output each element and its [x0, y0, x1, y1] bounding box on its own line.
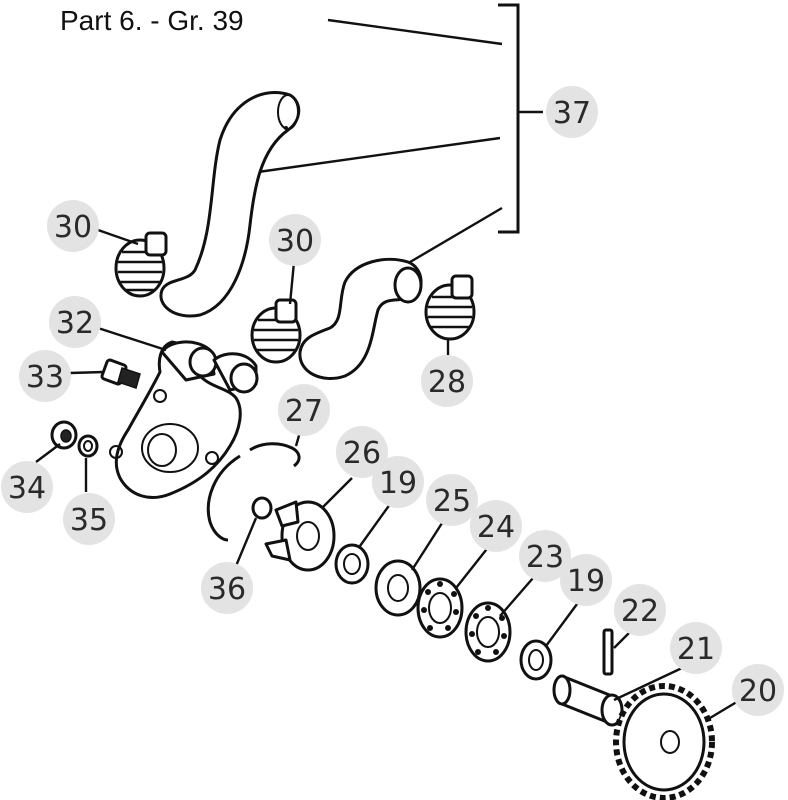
svg-text:19: 19: [379, 466, 417, 501]
svg-text:25: 25: [433, 484, 471, 519]
svg-text:22: 22: [621, 594, 659, 629]
washer-19-upper: [334, 543, 370, 585]
label-28: 28: [421, 355, 473, 407]
shaft-21: [552, 674, 624, 727]
gasket-27: [206, 442, 301, 542]
label-20: 20: [732, 664, 784, 716]
hose-clamp-30-left: [114, 231, 168, 298]
nut-34: [50, 420, 78, 450]
label-30-left: 30: [47, 200, 99, 252]
label-37: 37: [546, 86, 598, 138]
pin-22: [602, 628, 614, 676]
svg-text:20: 20: [739, 674, 777, 709]
leader-lines: [35, 228, 741, 720]
washer-19-lower: [519, 639, 553, 681]
svg-text:21: 21: [677, 632, 715, 667]
label-33: 33: [19, 350, 71, 402]
svg-text:30: 30: [276, 224, 314, 259]
hose-clamp-28: [424, 274, 476, 341]
label-26: 26: [336, 426, 388, 478]
svg-text:35: 35: [70, 503, 108, 538]
label-36: 36: [201, 562, 253, 614]
washer-35: [77, 434, 99, 458]
label-24: 24: [470, 500, 522, 552]
diagram-title: Part 6. - Gr. 39: [60, 5, 244, 36]
part-labels: 37 30 30 28 32 33 34 35: [1, 86, 784, 716]
svg-text:30: 30: [54, 210, 92, 245]
label-19-lower: 19: [560, 554, 612, 606]
label-34: 34: [1, 461, 53, 513]
svg-text:27: 27: [285, 394, 323, 429]
svg-text:24: 24: [477, 510, 515, 545]
seal-25: [374, 559, 422, 617]
bearing-23: [464, 601, 512, 663]
label-25: 25: [426, 474, 478, 526]
svg-text:26: 26: [343, 436, 381, 471]
svg-text:33: 33: [26, 360, 64, 395]
bearing-24: [416, 577, 464, 639]
svg-text:32: 32: [56, 306, 94, 341]
label-23: 23: [519, 530, 571, 582]
svg-text:34: 34: [8, 471, 46, 506]
bolt-33: [100, 358, 141, 389]
svg-text:28: 28: [428, 365, 466, 400]
svg-text:36: 36: [208, 572, 246, 607]
label-22: 22: [614, 584, 666, 636]
hose-clamp-30-right: [250, 298, 302, 364]
svg-text:37: 37: [553, 96, 591, 131]
label-30-right: 30: [269, 214, 321, 266]
label-21: 21: [670, 622, 722, 674]
hose-lower: [298, 257, 423, 380]
label-27: 27: [278, 384, 330, 436]
svg-text:19: 19: [567, 564, 605, 599]
label-35: 35: [63, 493, 115, 545]
gear-20: [613, 683, 715, 800]
impeller-26: [264, 500, 336, 572]
label-32: 32: [49, 296, 101, 348]
o-ring-36: [251, 496, 273, 520]
hose-upper: [159, 91, 301, 318]
bracket-37: [257, 3, 543, 267]
label-19-upper: 19: [372, 456, 424, 508]
pump-cover-32: [109, 340, 259, 499]
svg-text:23: 23: [526, 540, 564, 575]
